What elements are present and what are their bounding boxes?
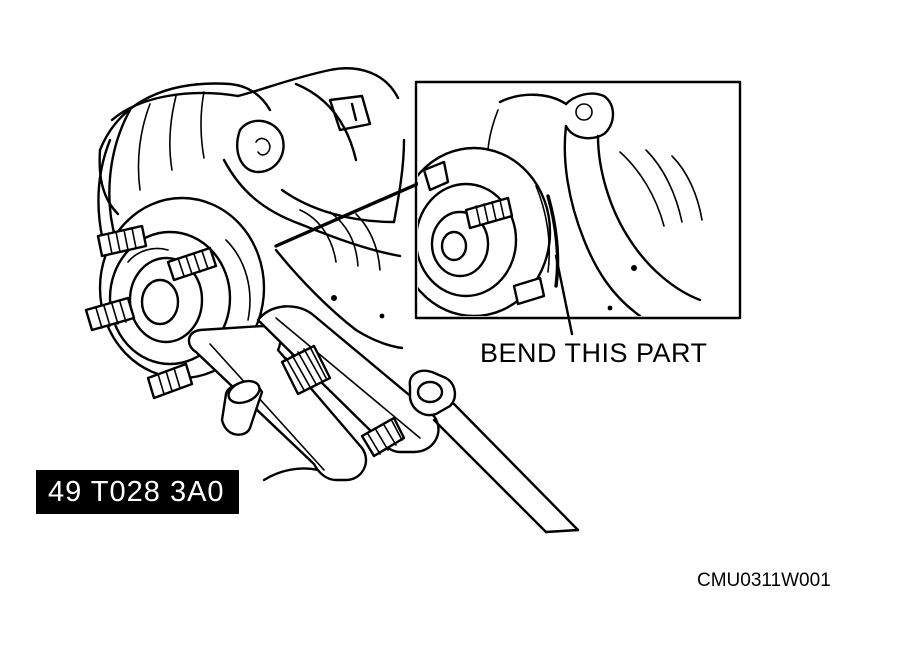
steering-knuckle	[98, 67, 406, 350]
stud-top	[96, 224, 148, 258]
wheel-studs	[84, 224, 218, 400]
dust-shield	[97, 91, 205, 302]
stud-upper-right	[166, 246, 218, 282]
bend-callout-leader	[554, 254, 574, 336]
lower-screw	[360, 416, 406, 458]
detail-inset	[414, 80, 742, 320]
tool-label-leader	[262, 467, 320, 482]
figure-code: CMU0311W001	[697, 570, 831, 591]
wrench	[432, 402, 580, 534]
detail-stud-low	[512, 276, 546, 306]
detail-leader-line	[274, 180, 424, 248]
tool-number-label: 49 T028 3A0	[36, 470, 239, 514]
stud-left	[84, 296, 136, 332]
hex-nut	[408, 369, 457, 417]
detail-stud-top	[422, 160, 450, 192]
forcing-screw	[280, 344, 332, 396]
detail-stud-mid	[464, 196, 514, 230]
special-tool	[187, 305, 457, 482]
stud-lower	[146, 362, 194, 400]
bend-this-part-label: BEND THIS PART	[480, 338, 708, 368]
